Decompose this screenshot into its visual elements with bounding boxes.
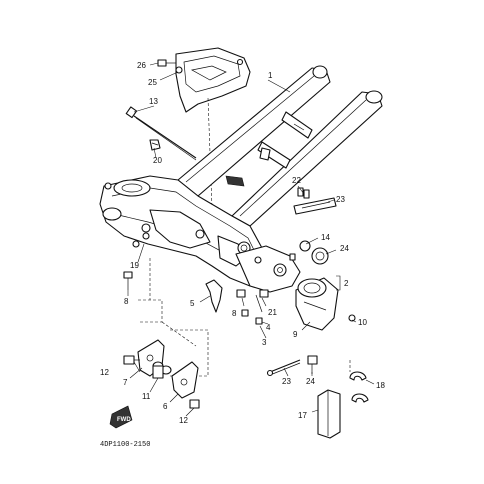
callout-5: 5 [190,299,195,308]
callout-18: 20 [153,156,162,165]
callout-16: 18 [376,381,385,390]
callout-20: 22 [292,176,301,185]
diagram-code: 4DP1100-2150 [100,441,150,449]
upper-bracket [175,47,251,209]
callout-8-right: 8 [232,309,237,318]
callout-24: 24 [306,377,315,386]
leader-lines [127,62,375,417]
bolt-12-right [189,399,200,409]
callout-19: 21 [268,308,277,317]
callout-3: 3 [262,338,267,347]
grommet-14-cap-22 [299,240,329,265]
callout-11: 11 [142,392,151,401]
main-frame [99,65,383,293]
ref-bracket [336,275,341,291]
callout-labels: 26 25 1 13 20 22 23 14 24 19 2 8 5 8 21 … [100,61,385,425]
rod-23 [266,359,301,377]
callout-21: 23 [336,195,345,204]
callout-14: 14 [321,233,330,242]
callout-23: 23 [282,377,291,386]
callout-12-left: 12 [100,368,109,377]
small-fasteners [123,187,304,325]
fwd-arrow-icon: FWD [109,405,133,429]
callout-17: 19 [130,261,139,270]
bracket-21 [293,189,337,215]
callout-7: 7 [123,378,128,387]
clips-16 [349,371,369,403]
side-stand-5 [205,279,223,313]
callout-9: 9 [293,330,298,339]
callout-25: 25 [148,78,157,87]
bolt-24 [307,355,318,374]
callout-22: 24 [340,244,349,253]
engine-bracket-6 [171,361,199,399]
callout-4: 4 [266,323,271,332]
fwd-label: FWD [117,417,131,423]
callout-1: 1 [268,71,273,80]
callout-2: 2 [344,279,349,288]
callout-26: 26 [137,61,146,70]
long-bolt-13 [125,106,197,161]
callout-12-right: 12 [179,416,188,425]
callout-6: 6 [163,402,168,411]
clip-18 [149,139,161,151]
elbow-9 [295,277,356,331]
collars-11 [152,361,172,379]
bolt-12-left [123,355,140,365]
callout-10: 10 [358,318,367,327]
bolt-26 [157,59,176,67]
callout-13: 13 [149,97,158,106]
callout-15: 17 [298,411,307,420]
callout-8-left: 8 [124,297,129,306]
cover-15 [317,389,341,439]
